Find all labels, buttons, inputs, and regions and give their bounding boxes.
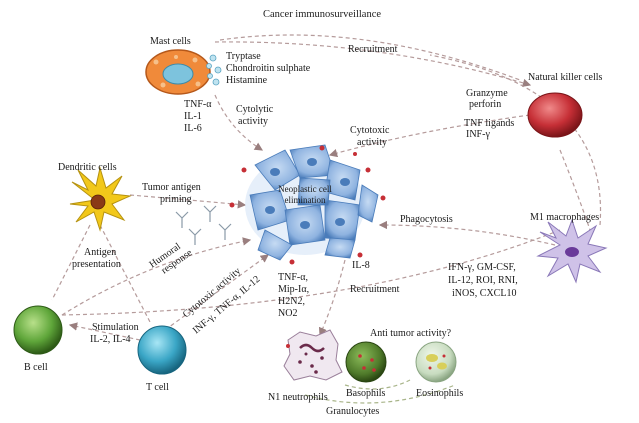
- tumor-label-1: Neoplastic cell: [278, 184, 332, 194]
- mast-cytokine-il1: IL-1: [184, 111, 202, 122]
- cytotoxic-label-2: activity: [357, 137, 387, 148]
- nk-cell-label: Natural killer cells: [528, 72, 603, 83]
- diagram-title: Cancer immunosurveillance: [263, 9, 381, 20]
- mast-cell-nucleus: [162, 63, 194, 85]
- n1-product-mip: Mip-Iα,: [278, 284, 309, 295]
- anti-tumor-label: Anti tumor activity?: [370, 328, 452, 339]
- nk-product-perforin: perforin: [469, 99, 501, 110]
- stimulation-label-2: IL-2, IL-4: [90, 334, 131, 345]
- il8-label: IL-8: [352, 260, 370, 271]
- tumor-label-2: elimination: [285, 195, 326, 205]
- n1-product-h2n2: H2N2,: [278, 296, 305, 307]
- t-cell: [137, 325, 187, 375]
- tumor-antigen-label-2: priming: [160, 194, 192, 205]
- mast-cytokine-tnf: TNF-α: [184, 99, 212, 110]
- m1-macrophage-nucleus: [565, 247, 579, 257]
- b-cell: [13, 305, 63, 355]
- recruitment-bottom-label: Recruitment: [350, 284, 400, 295]
- nk-product-ifn: INF-γ: [466, 129, 490, 140]
- eosinophil-body: [415, 341, 457, 383]
- basophil-body: [345, 341, 387, 383]
- mast-cytokine-il6: IL-6: [184, 123, 202, 134]
- m1-product-line1: IFN-γ, GM-CSF,: [448, 262, 516, 273]
- n1-neutrophil-body: [283, 329, 343, 381]
- m1-product-line2: IL-12, ROI, RNI,: [448, 275, 518, 286]
- cytotoxic-label-1: Cytotoxic: [350, 125, 390, 136]
- tumor-antigen-label-1: Tumor antigen: [142, 182, 201, 193]
- mast-cell: [145, 49, 222, 95]
- tumor-cluster: [229, 144, 386, 265]
- m1-product-line3: iNOS, CXCL10: [452, 288, 516, 299]
- stimulation-label-1: Stimulation: [92, 322, 139, 333]
- dendritic-cell: [69, 166, 132, 232]
- mast-product-chondroitin: Chondroitin sulphate: [226, 63, 311, 74]
- antibody-icons: [175, 205, 232, 245]
- n1-neutrophil-label: N1 neutrophils: [268, 392, 328, 403]
- basophils-label: Basophils: [346, 388, 386, 399]
- antigen-presentation-label-2: presentation: [72, 259, 121, 270]
- m1-macrophage-label: M1 macrophages: [530, 212, 599, 223]
- eosinophil: [415, 341, 457, 383]
- antigen-presentation-label-1: Antigen: [84, 247, 116, 258]
- n1-product-no2: NO2: [278, 308, 297, 319]
- cytolytic-label-1: Cytolytic: [236, 104, 274, 115]
- phagocytosis-label: Phagocytosis: [400, 214, 453, 225]
- nk-product-tnf-ligands: TNF ligands: [464, 118, 514, 129]
- mast-cell-label: Mast cells: [150, 36, 191, 47]
- t-cell-body: [137, 325, 187, 375]
- recruitment-top-label: Recruitment: [348, 44, 398, 55]
- t-cell-label: T cell: [146, 382, 169, 393]
- dendritic-cell-nucleus: [90, 194, 106, 210]
- cytolytic-label-2: activity: [238, 116, 268, 127]
- b-cell-label: B cell: [24, 362, 48, 373]
- b-cell-body: [13, 305, 63, 355]
- nk-cell: [527, 92, 583, 138]
- nk-product-granzyme: Granzyme: [466, 88, 508, 99]
- n1-neutrophil: [283, 329, 343, 381]
- dendritic-cell-label: Dendritic cells: [58, 162, 117, 173]
- basophil: [345, 341, 387, 383]
- n1-product-tnf: TNF-α,: [278, 272, 308, 283]
- mast-product-histamine: Histamine: [226, 75, 268, 86]
- nk-cell-body: [527, 92, 583, 138]
- m1-macrophage: [536, 218, 608, 284]
- eosinophils-label: Eosinophils: [416, 388, 463, 399]
- mast-product-tryptase: Tryptase: [226, 51, 261, 62]
- granulocytes-label: Granulocytes: [326, 406, 379, 417]
